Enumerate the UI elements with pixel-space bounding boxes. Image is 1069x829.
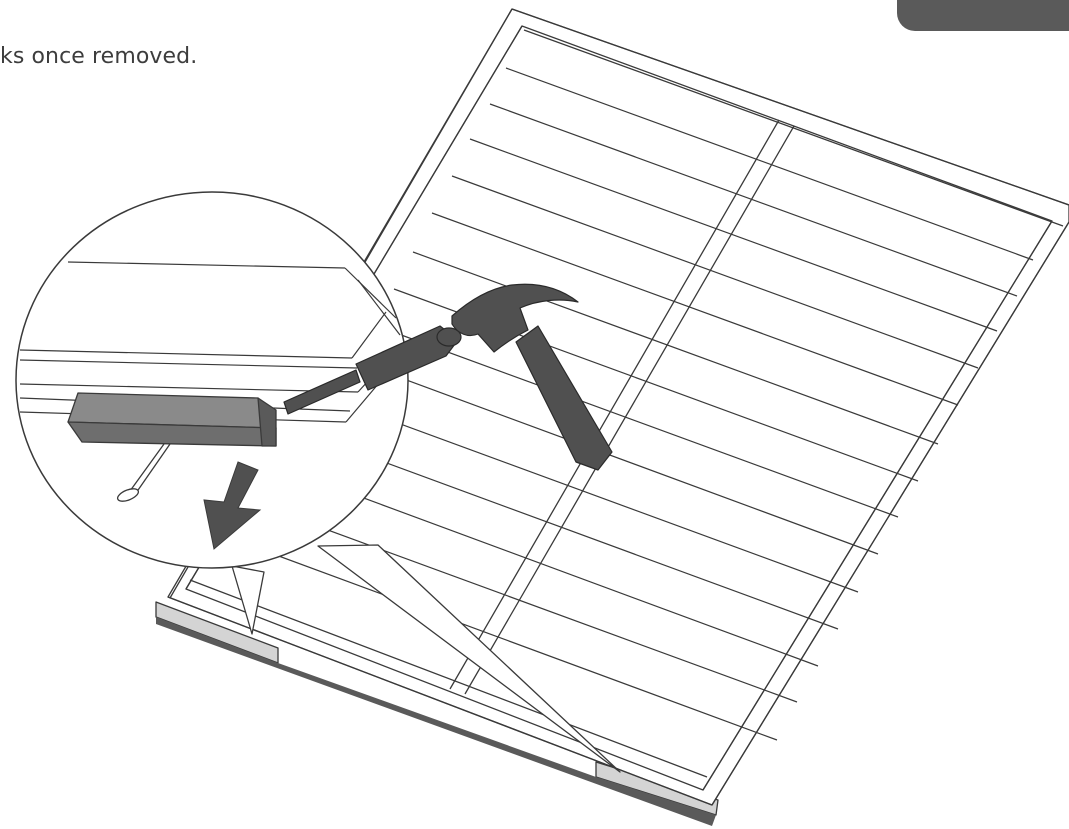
wood-block: [68, 393, 276, 446]
